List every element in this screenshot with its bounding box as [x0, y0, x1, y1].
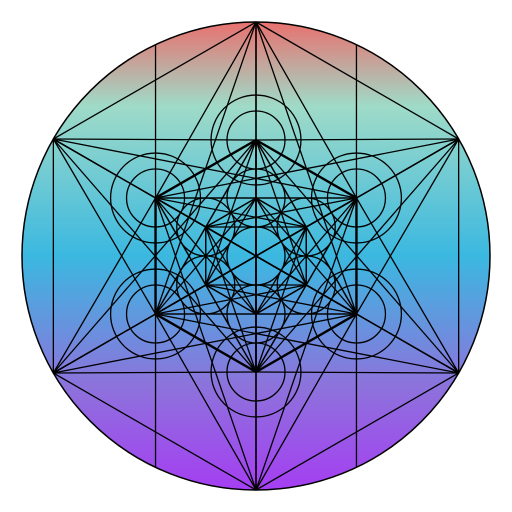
tip-hexagon	[52, 21, 460, 491]
outer-circle	[210, 326, 302, 418]
hexagon-outlines	[52, 21, 460, 491]
tip-line	[255, 138, 459, 141]
ring-circle	[226, 110, 286, 170]
outer-hexagon	[154, 138, 358, 374]
tip-line	[53, 138, 257, 141]
tip-line	[52, 197, 157, 374]
outer-circle	[210, 94, 302, 186]
tip-line	[154, 22, 257, 199]
ring-circle	[226, 342, 286, 402]
tip-line	[53, 371, 257, 374]
tip-line	[355, 138, 460, 315]
inner-hexagon	[205, 197, 307, 315]
tip-line	[255, 371, 459, 374]
tip-line	[255, 22, 358, 199]
tip-line	[355, 197, 460, 374]
tip-line	[255, 313, 358, 490]
tip-line	[154, 313, 257, 490]
tip-line	[52, 138, 157, 315]
